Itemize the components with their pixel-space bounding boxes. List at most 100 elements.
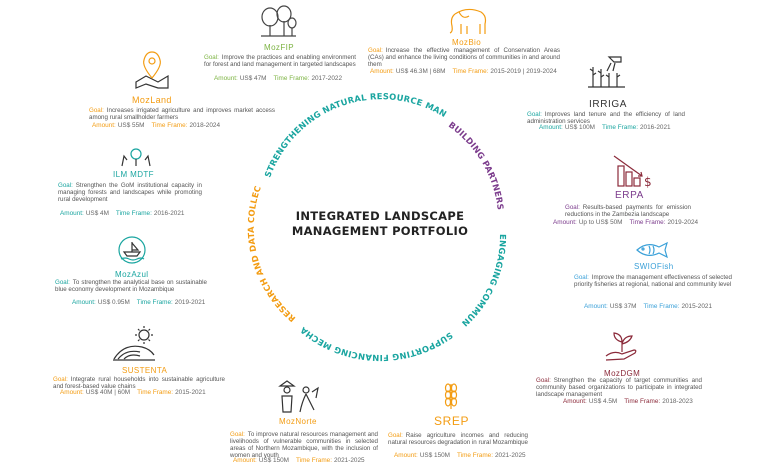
mozland-amount: US$ 55M bbox=[117, 122, 145, 129]
ilmmdtf-name: ILM MDTF bbox=[113, 170, 154, 179]
sustenta-goal-text: Integrate rural households into sustaina… bbox=[53, 376, 225, 390]
goal-label: Goal: bbox=[368, 47, 383, 54]
mozfip-amount: US$ 47M bbox=[239, 75, 267, 82]
mozfip-name: MozFIP bbox=[264, 43, 294, 52]
mozdgm-timeframe: 2018-2023 bbox=[662, 398, 693, 405]
fish-icon bbox=[636, 241, 668, 259]
amount-label: Amount: bbox=[539, 124, 563, 131]
erpa-goal-text: Results-based payments for emission redu… bbox=[565, 204, 691, 218]
mozbio-timeframe: 2015-2019 | 2019-2024 bbox=[490, 68, 557, 75]
erpa-amount: Up to US$ 50M bbox=[578, 219, 623, 226]
irriga-amount: US$ 100M bbox=[564, 124, 596, 131]
ilmmdtf-timeframe: 2016-2021 bbox=[153, 210, 185, 217]
swiofish-name: SWIOFish bbox=[634, 262, 674, 271]
goal-label: Goal: bbox=[204, 54, 219, 61]
goal-label: Goal: bbox=[58, 182, 73, 189]
amount-label: Amount: bbox=[553, 219, 577, 226]
irriga-goal: Goal:Improves land tenure and the effici… bbox=[527, 111, 685, 125]
mozland-goal-text: Increases irrigated agriculture and impr… bbox=[89, 107, 275, 121]
swiofish-timeframe: 2015-2021 bbox=[681, 303, 712, 310]
amount-label: Amount: bbox=[92, 122, 116, 129]
mozfip-goal: Goal:Improve the practices and enabling … bbox=[204, 54, 356, 68]
irriga-timeframe: 2016-2021 bbox=[640, 124, 671, 131]
mozland-goal: Goal:Increases irrigated agriculture and… bbox=[89, 107, 275, 121]
elephant-icon bbox=[449, 8, 487, 34]
mozazul-timeframe: 2019-2021 bbox=[174, 299, 206, 306]
erpa-goal: Goal:Results-based payments for emission… bbox=[565, 204, 691, 218]
sun-field-icon bbox=[113, 326, 155, 361]
srep-goal: Goal:Raise agriculture incomes and reduc… bbox=[388, 432, 528, 446]
pillar-strengthening-nrm-text: STRENGTHENING NATURAL RESOURCE MANAGEMEN… bbox=[0, 0, 448, 179]
timeframe-label: Time Frame: bbox=[136, 299, 173, 306]
timeframe-label: Time Frame: bbox=[115, 210, 152, 217]
mozbio-amount: US$ 46.3M | 68M bbox=[395, 68, 446, 75]
timeframe-label: Time Frame: bbox=[137, 389, 174, 396]
timeframe-label: Time Frame: bbox=[151, 122, 188, 129]
sustenta-name: SUSTENTA bbox=[122, 366, 168, 375]
swiofish-goal: Goal:Improve the management effectivenes… bbox=[574, 274, 732, 288]
erpa-timeframe: 2019-2024 bbox=[667, 219, 699, 226]
srep-timeframe: 2021-2025 bbox=[495, 452, 526, 459]
timeframe-label: Time Frame: bbox=[624, 398, 661, 405]
pillar-strengthening-nrm: STRENGTHENING NATURAL RESOURCE MANAGEMEN… bbox=[0, 0, 448, 179]
goal-label: Goal: bbox=[55, 279, 70, 286]
amount-label: Amount: bbox=[370, 68, 394, 75]
moznorte-goal-text: To improve natural resources management … bbox=[230, 431, 378, 459]
goal-label: Goal: bbox=[89, 107, 104, 114]
wheat-icon bbox=[444, 383, 458, 409]
goal-label: Goal: bbox=[574, 274, 589, 281]
goal-label: Goal: bbox=[53, 376, 68, 383]
timeframe-label: Time Frame: bbox=[457, 452, 493, 459]
mozazul-amount: US$ 0.95M bbox=[97, 299, 130, 306]
srep-amount: US$ 150M bbox=[419, 452, 451, 459]
timeframe-label: Time Frame: bbox=[629, 219, 666, 226]
hand-sprout-icon bbox=[605, 332, 637, 361]
sustenta-timeframe: 2015-2021 bbox=[175, 389, 206, 396]
amount-label: Amount: bbox=[214, 75, 238, 82]
mozland-name: MozLand bbox=[132, 95, 172, 105]
timeframe-label: Time Frame: bbox=[296, 457, 332, 464]
ilmmdtf-goal-text: Strengthen the GoM institutional capacit… bbox=[58, 182, 202, 203]
goal-label: Goal: bbox=[388, 432, 403, 439]
irriga-name: IRRIGA bbox=[589, 99, 628, 110]
forest-trees-icon bbox=[261, 5, 297, 37]
goal-label: Goal: bbox=[527, 111, 542, 118]
moznorte-goal: Goal:To improve natural resources manage… bbox=[230, 431, 378, 459]
mozdgm-amount: US$ 4.5M bbox=[588, 398, 618, 405]
farmers-icon bbox=[278, 380, 319, 413]
amount-label: Amount: bbox=[394, 452, 418, 459]
mozazul-goal: Goal:To strengthen the analytical base o… bbox=[55, 279, 207, 293]
goal-label: Goal: bbox=[230, 431, 245, 438]
svg-text:$: $ bbox=[644, 175, 652, 189]
mozazul-name: MozAzul bbox=[115, 270, 149, 279]
amount-label: Amount: bbox=[60, 210, 84, 217]
ilmmdtf-goal: Goal:Strengthen the GoM institutional ca… bbox=[58, 182, 202, 203]
mozbio-goal-text: Increase the effective management of Con… bbox=[368, 47, 560, 68]
swiofish-goal-text: Improve the management effectiveness of … bbox=[574, 274, 732, 288]
portfolio-title-line1: INTEGRATED LANDSCAPE bbox=[295, 209, 465, 223]
mozdgm-name: MozDGM bbox=[604, 369, 641, 378]
goal-label: Goal: bbox=[565, 204, 580, 211]
mozfip-goal-text: Improve the practices and enabling envir… bbox=[204, 54, 356, 68]
moznorte-name: MozNorte bbox=[279, 417, 317, 426]
declining-bars-dollar-icon: $ bbox=[613, 155, 652, 189]
sustenta-amount: US$ 40M | 60M bbox=[85, 389, 131, 396]
mozbio-goal: Goal:Increase the effective management o… bbox=[368, 47, 560, 68]
erpa-meta: Amount:Up to US$ 50M Time Frame:2019-2024 bbox=[553, 219, 698, 226]
hands-tree-icon bbox=[121, 148, 151, 167]
moznorte-timeframe: 2021-2025 bbox=[334, 457, 365, 464]
amount-label: Amount: bbox=[60, 389, 84, 396]
portfolio-title: INTEGRATED LANDSCAPE MANAGEMENT PORTFOLI… bbox=[290, 209, 470, 239]
sustenta-meta: Amount:US$ 40M | 60M Time Frame:2015-2021 bbox=[60, 389, 206, 396]
timeframe-label: Time Frame: bbox=[273, 75, 310, 82]
